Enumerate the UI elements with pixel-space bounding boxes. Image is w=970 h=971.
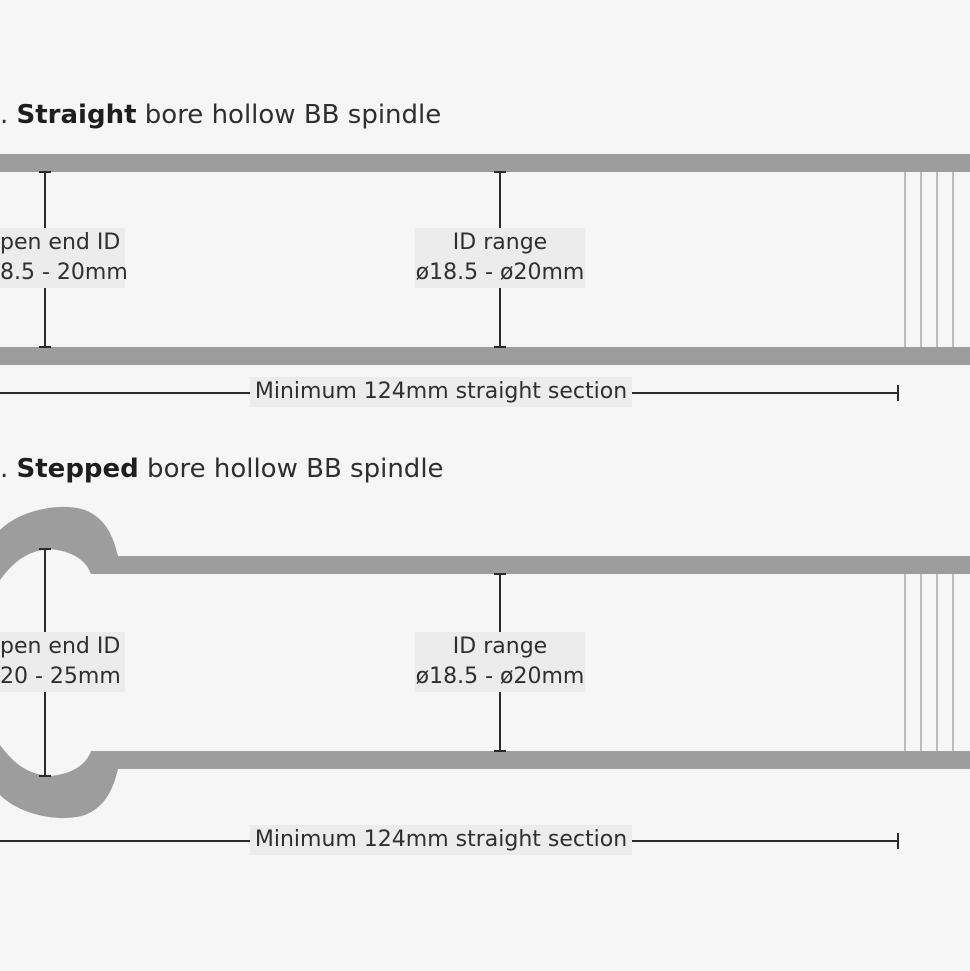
stepped-open-end-line2: 20 - 25mm bbox=[0, 664, 121, 689]
stepped-id-range-label: ID range ø18.5 - ø20mm bbox=[415, 632, 585, 692]
stepped-heading-bold: Stepped bbox=[16, 454, 139, 484]
straight-section-heading: . Straight bore hollow BB spindle bbox=[0, 100, 441, 130]
straight-id-range-label: ID range ø18.5 - ø20mm bbox=[415, 228, 585, 288]
straight-min-section-label: Minimum 124mm straight section bbox=[250, 377, 632, 407]
straight-spindle-top-wall bbox=[0, 154, 970, 172]
straight-spindle-thread-lines bbox=[904, 172, 954, 347]
straight-open-end-line1: pen end ID bbox=[0, 230, 121, 255]
straight-spindle-bottom-wall bbox=[0, 347, 970, 365]
stepped-open-end-line1: pen end ID bbox=[0, 634, 121, 659]
straight-min-section-text: Minimum 124mm straight section bbox=[254, 379, 628, 404]
stepped-min-section-text: Minimum 124mm straight section bbox=[254, 827, 628, 852]
stepped-spindle-thread-lines bbox=[904, 574, 954, 751]
stepped-id-range-line2: ø18.5 - ø20mm bbox=[415, 664, 585, 689]
stepped-spindle-bottom-wall bbox=[0, 745, 970, 819]
straight-id-range-line2: ø18.5 - ø20mm bbox=[415, 260, 585, 285]
straight-open-end-line2: 8.5 - 20mm bbox=[0, 260, 128, 285]
straight-open-end-label: pen end ID 8.5 - 20mm bbox=[0, 228, 128, 288]
stepped-section-heading: . Stepped bore hollow BB spindle bbox=[0, 454, 444, 484]
stepped-heading-rest: bore hollow BB spindle bbox=[138, 454, 444, 484]
stepped-heading-prefix: . bbox=[0, 454, 9, 484]
stepped-spindle-top-wall bbox=[0, 506, 970, 580]
straight-heading-rest: bore hollow BB spindle bbox=[136, 100, 442, 130]
straight-heading-bold: Straight bbox=[16, 100, 137, 130]
stepped-id-range-line1: ID range bbox=[452, 634, 548, 659]
straight-id-range-line1: ID range bbox=[452, 230, 548, 255]
straight-heading-prefix: . bbox=[0, 100, 9, 130]
stepped-open-end-label: pen end ID 20 - 25mm bbox=[0, 632, 125, 692]
stepped-min-section-label: Minimum 124mm straight section bbox=[250, 825, 632, 855]
